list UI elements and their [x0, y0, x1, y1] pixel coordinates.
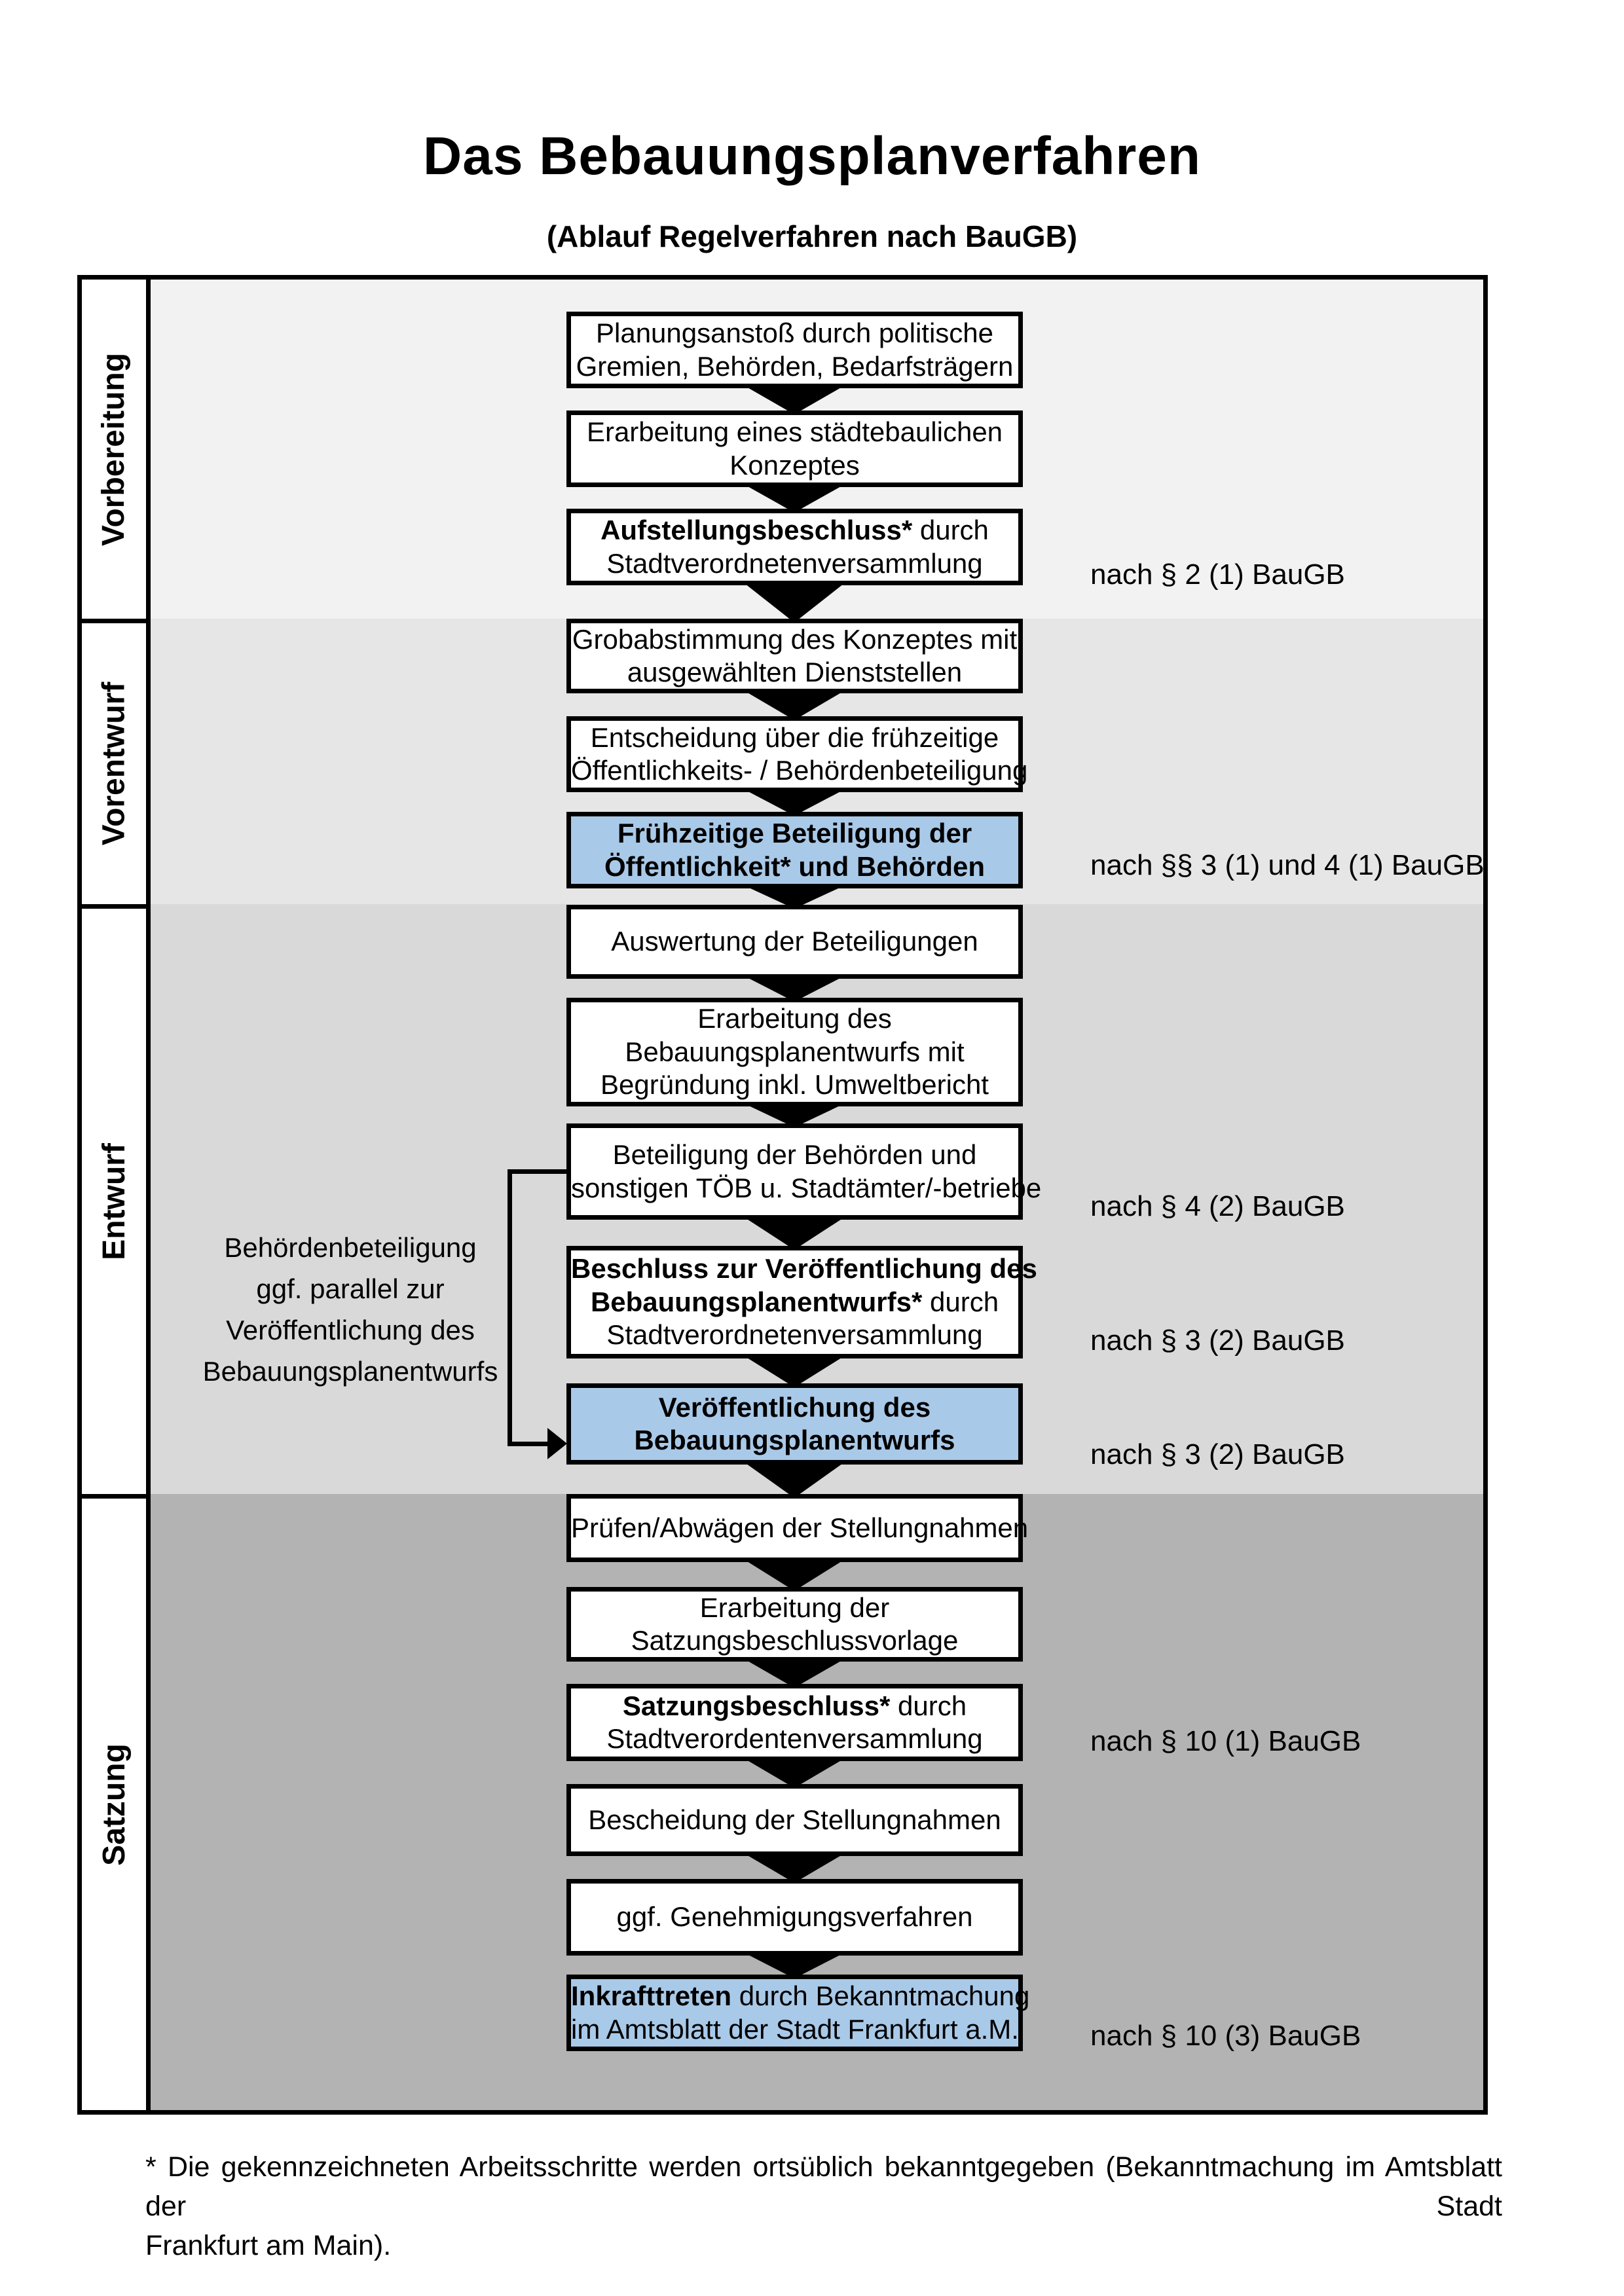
arrow-down-icon — [742, 483, 847, 513]
legal-ref-4: nach § 3 (2) BauGB — [1090, 1324, 1345, 1357]
arrow-down-icon — [742, 1852, 847, 1883]
arrow-down-icon — [742, 581, 847, 623]
parallel-connector-hline — [507, 1442, 548, 1446]
arrow-down-icon — [742, 788, 847, 816]
parallel-connector-stub — [507, 1169, 568, 1174]
phase-cell-satzung: Satzung — [77, 1494, 151, 2115]
arrow-down-icon — [742, 1216, 847, 1250]
arrow-down-icon — [742, 884, 847, 909]
legal-ref-5: nach § 3 (2) BauGB — [1090, 1438, 1345, 1470]
arrow-right-icon — [547, 1428, 567, 1459]
phase-label-satzung: Satzung — [96, 1743, 132, 1866]
arrow-down-icon — [742, 1952, 847, 1978]
flow-box-pruefen-abwaegen: Prüfen/Abwägen der Stellungnahmen — [566, 1494, 1028, 1562]
legal-ref-3: nach § 4 (2) BauGB — [1090, 1190, 1345, 1222]
flow-box-veroeffentlichung: Veröffentlichung des Bebauungsplanentwur… — [566, 1383, 1023, 1465]
flow-box-satzungsvorlage: Erarbeitung der Satzungsbeschlussvorlage — [566, 1587, 1023, 1662]
arrow-down-icon — [742, 975, 847, 1002]
flow-box-satzungsbeschluss: Satzungsbeschluss* durch Stadtverordente… — [566, 1684, 1023, 1761]
phase-label-entwurf: Entwurf — [96, 1142, 132, 1260]
arrow-down-icon — [742, 1658, 847, 1688]
arrow-down-icon — [742, 384, 847, 414]
flow-box-konzept-erarbeitung: Erarbeitung eines städtebaulichen Konzep… — [566, 410, 1023, 487]
arrow-down-icon — [742, 689, 847, 720]
flow-box-veroeffentlichungsbeschluss: Beschluss zur Veröffentlichung des Bebau… — [566, 1246, 1037, 1358]
footnote-line-2: Frankfurt am Main). — [145, 2230, 392, 2261]
flow-box-planungsanstoss: Planungsanstoß durch politische Gremien,… — [566, 312, 1023, 388]
parallel-note: Behördenbeteiligung ggf. parallel zur Ve… — [202, 1232, 498, 1387]
flow-box-auswertung: Auswertung der Beteiligungen — [566, 905, 1023, 979]
flow-box-genehmigungsverfahren: ggf. Genehmigungsverfahren — [566, 1879, 1023, 1956]
flow-box-aufstellungsbeschluss: Aufstellungsbeschluss* durch Stadtverord… — [566, 509, 1023, 585]
arrow-down-icon — [742, 1558, 847, 1591]
legal-ref-2: nach §§ 3 (1) und 4 (1) BauGB — [1090, 849, 1485, 881]
arrow-down-icon — [742, 1461, 847, 1498]
legal-ref-7: nach § 10 (3) BauGB — [1090, 2020, 1361, 2052]
flow-box-bescheidung: Bescheidung der Stellungnahmen — [566, 1784, 1023, 1856]
phase-cell-entwurf: Entwurf — [77, 904, 151, 1499]
footnote: * Die gekennzeichneten Arbeitsschritte w… — [145, 2147, 1502, 2265]
parallel-connector-vline — [507, 1169, 512, 1446]
footnote-line-1: * Die gekennzeichneten Arbeitsschritte w… — [145, 2151, 1502, 2222]
phase-cell-vorbereitung: Vorbereitung — [77, 275, 151, 623]
legal-ref-1: nach § 2 (1) BauGB — [1090, 558, 1345, 591]
flow-box-behoerdenbeteiligung: Beteiligung der Behörden und sonstigen T… — [566, 1123, 1041, 1220]
page-subtitle: (Ablauf Regelverfahren nach BauGB) — [546, 219, 1078, 253]
arrow-down-icon — [742, 1757, 847, 1788]
arrow-down-icon — [742, 1102, 847, 1127]
arrow-down-icon — [742, 1355, 847, 1387]
phase-label-vorbereitung: Vorbereitung — [96, 352, 132, 546]
flow-box-entwurf-erarbeitung: Erarbeitung des Bebauungsplanentwurfs mi… — [566, 998, 1023, 1106]
flow-box-entscheidung-beteiligung: Entscheidung über die frühzeitige Öffent… — [566, 716, 1027, 792]
page-title: Das Bebauungsplanverfahren — [423, 126, 1201, 186]
phase-label-vorentwurf: Vorentwurf — [96, 682, 132, 846]
flow-box-fruehzeitige-beteiligung: Frühzeitige Beteiligung der Öffentlichke… — [566, 812, 1023, 888]
flow-box-inkrafttreten: Inkrafttreten durch Bekanntmachung im Am… — [566, 1975, 1029, 2051]
phase-cell-vorentwurf: Vorentwurf — [77, 619, 151, 909]
flow-box-grobabstimmung: Grobabstimmung des Konzeptes mit ausgewä… — [566, 619, 1023, 693]
legal-ref-6: nach § 10 (1) BauGB — [1090, 1725, 1361, 1757]
